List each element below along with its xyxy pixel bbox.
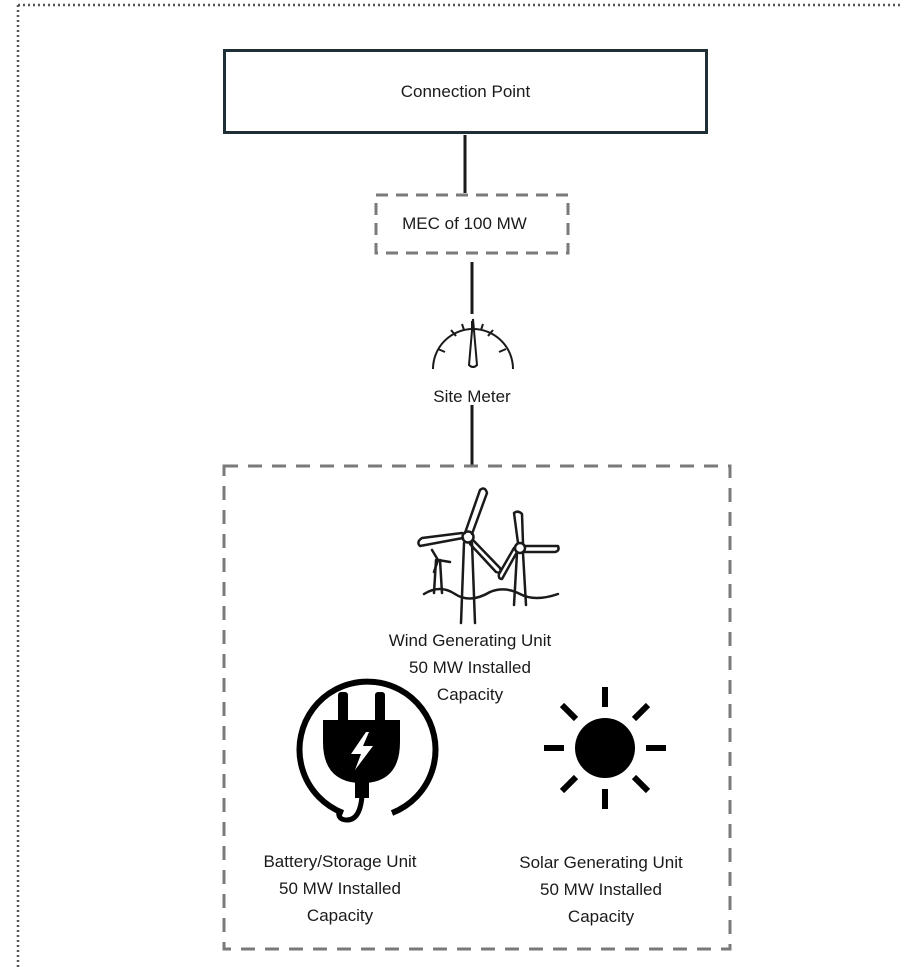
connection-point-box: Connection Point — [223, 49, 708, 134]
sun-icon — [544, 687, 666, 809]
power-plug-icon — [296, 678, 439, 823]
site-meter-label: Site Meter — [433, 387, 511, 406]
site-dashed-border — [222, 464, 732, 951]
solar-unit-label-3: Capacity — [567, 907, 635, 926]
connection-point-label: Connection Point — [400, 81, 531, 101]
connector-lines — [463, 135, 474, 465]
wind-turbine-icon — [417, 487, 560, 625]
meter-gauge-icon — [432, 318, 514, 370]
solar-unit-label-2: 50 MW Installed — [540, 880, 662, 899]
wind-unit-label-1: Wind Generating Unit — [388, 631, 552, 650]
outer-dotted-frame — [16, 3, 902, 967]
mec-box: MEC of 100 MW — [362, 194, 567, 254]
wind-unit-label-3: Capacity — [436, 685, 504, 704]
mec-dashed-border — [374, 193, 570, 255]
mec-label: MEC of 100 MW — [402, 214, 527, 233]
wind-unit-label-2: 50 MW Installed — [409, 658, 531, 677]
solar-unit-label-1: Solar Generating Unit — [519, 853, 683, 872]
battery-unit-label-3: Capacity — [306, 906, 374, 925]
battery-unit-label-1: Battery/Storage Unit — [263, 852, 417, 871]
battery-unit-label-2: 50 MW Installed — [279, 879, 401, 898]
